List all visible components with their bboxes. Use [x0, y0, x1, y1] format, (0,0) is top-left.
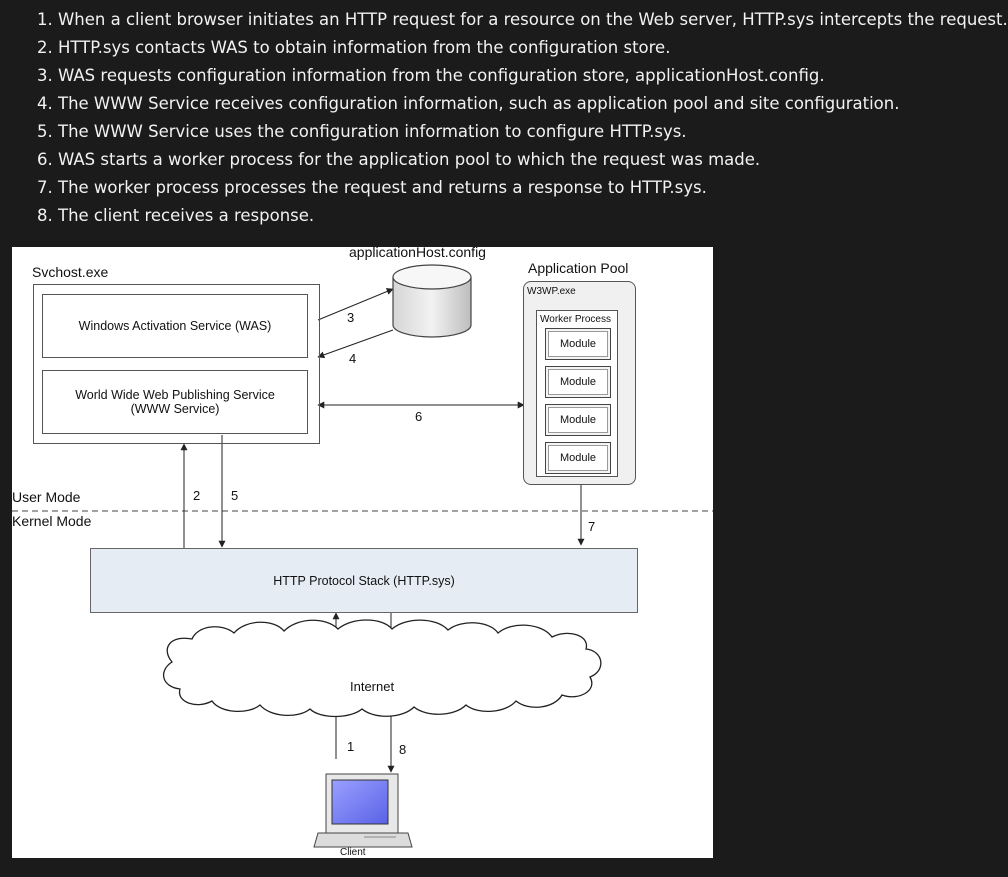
module-label: Module — [559, 452, 597, 464]
module-box: Module — [545, 442, 611, 474]
arrow-number: 2 — [193, 488, 201, 503]
diagram-connectors — [12, 264, 713, 848]
module-box: Module — [545, 366, 611, 398]
arrow-number: 4 — [349, 351, 357, 366]
was-box: Windows Activation Service (WAS) — [42, 294, 308, 358]
module-box: Module — [545, 328, 611, 360]
module-label: Module — [559, 376, 597, 388]
app-pool-label: Application Pool — [528, 260, 629, 276]
client-computer-icon — [313, 773, 413, 848]
step-item: 4. The WWW Service receives configuratio… — [37, 94, 900, 113]
step-item: 6. WAS starts a worker process for the a… — [37, 150, 761, 169]
arrow-number: 7 — [588, 519, 596, 534]
w3wp-label: W3WP.exe — [527, 286, 576, 297]
step-item: 8. The client receives a response. — [37, 206, 315, 225]
was-label: Windows Activation Service (WAS) — [78, 319, 272, 333]
arrow-number: 8 — [399, 742, 407, 757]
arrow-number: 5 — [231, 488, 239, 503]
http-stack-label: HTTP Protocol Stack (HTTP.sys) — [273, 573, 455, 588]
iis-architecture-diagram: Svchost.exe Windows Activation Service (… — [12, 244, 713, 858]
worker-process-box: Worker Process Module Module Module Modu… — [536, 310, 618, 477]
arrow-number: 3 — [347, 310, 355, 325]
svchost-box: Windows Activation Service (WAS) World W… — [33, 284, 320, 444]
module-label: Module — [559, 338, 597, 350]
worker-process-label: Worker Process — [540, 314, 611, 325]
config-store-icon — [392, 264, 472, 338]
w3wp-box: W3WP.exe Worker Process Module Module Mo… — [523, 281, 636, 485]
arrow-3 — [317, 288, 394, 321]
step-item: 5. The WWW Service uses the configuratio… — [37, 122, 687, 141]
http-stack-box: HTTP Protocol Stack (HTTP.sys) — [90, 548, 638, 613]
config-store-label: applicationHost.config — [349, 244, 486, 260]
step-item: 1. When a client browser initiates an HT… — [37, 10, 1008, 29]
step-item: 2. HTTP.sys contacts WAS to obtain infor… — [37, 38, 671, 57]
svchost-label: Svchost.exe — [32, 264, 109, 280]
module-box: Module — [545, 404, 611, 436]
step-item: 3. WAS requests configuration informatio… — [37, 66, 825, 85]
kernel-mode-label: Kernel Mode — [12, 513, 92, 529]
user-mode-label: User Mode — [12, 489, 81, 505]
arrow-4 — [317, 329, 394, 359]
steps-list: 1. When a client browser initiates an HT… — [37, 6, 1008, 230]
internet-label: Internet — [350, 679, 395, 694]
arrow-number: 1 — [347, 739, 355, 754]
module-label: Module — [559, 414, 597, 426]
www-service-label: World Wide Web Publishing Service (WWW S… — [75, 388, 275, 416]
internet-cloud-icon — [162, 619, 602, 718]
client-label: Client — [340, 847, 366, 858]
step-item: 7. The worker process processes the requ… — [37, 178, 707, 197]
www-service-box: World Wide Web Publishing Service (WWW S… — [42, 370, 308, 434]
arrow-number: 6 — [415, 409, 423, 424]
